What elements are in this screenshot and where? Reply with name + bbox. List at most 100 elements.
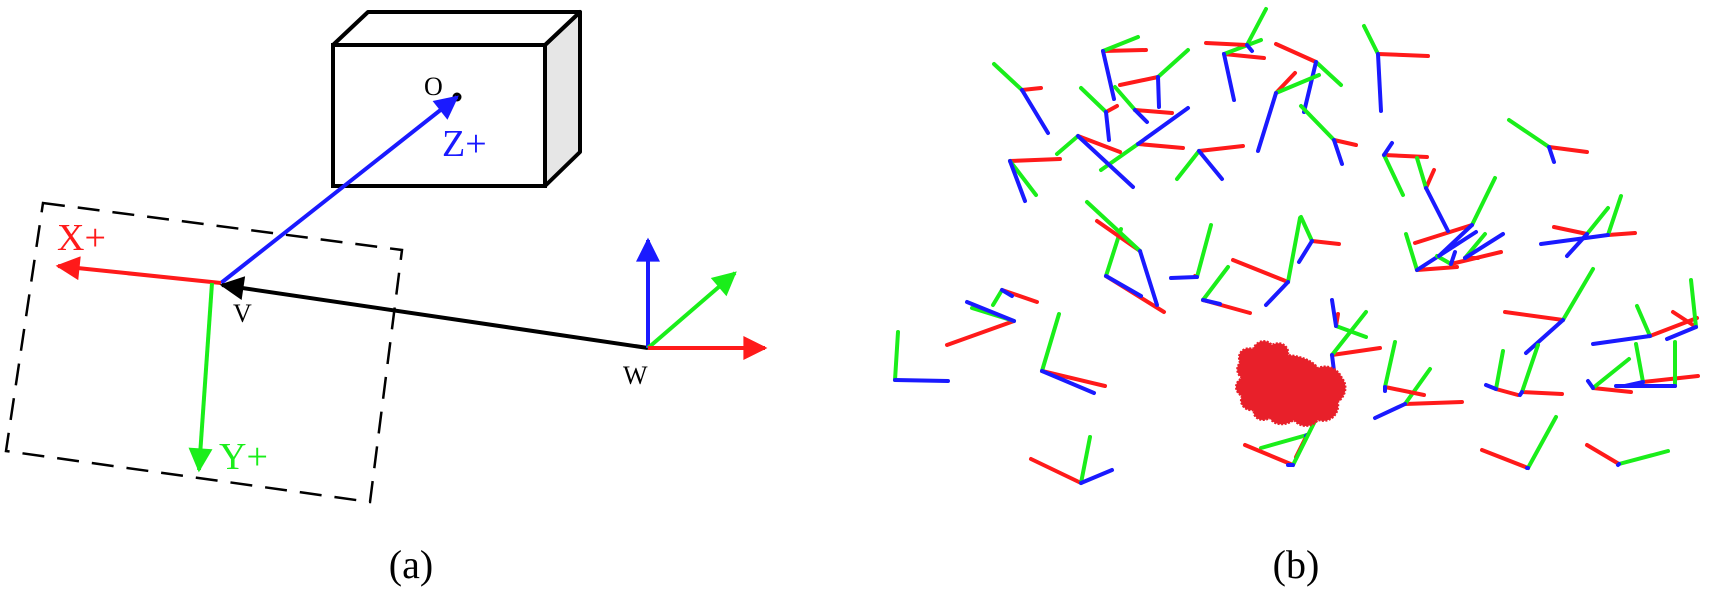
- camera-frame-extra-8-red-axis: [1552, 225, 1589, 236]
- camera-frame-extra-1-blue-axis: [1101, 49, 1116, 101]
- camera-frame-12-red-axis: [1076, 134, 1122, 154]
- camera-frame-4-green-axis: [1156, 48, 1190, 79]
- camera-frame-2-green-axis: [1314, 60, 1343, 87]
- camera-frame-5-green-axis: [1079, 86, 1108, 114]
- camera-frame-29-green-axis: [1617, 449, 1670, 466]
- camera-frame-extra-7-green-axis: [1507, 118, 1551, 149]
- camera-frame-21-red-axis: [1403, 400, 1464, 406]
- z-axis-label: Z+: [442, 123, 487, 165]
- caption-a: (a): [389, 542, 433, 587]
- camera-frame-extra-15-green-axis: [1526, 415, 1558, 470]
- camera-frames: [893, 7, 1700, 485]
- camera-frame-8-red-axis: [1332, 138, 1358, 147]
- camera-frame-20-green-axis: [1259, 433, 1309, 450]
- camera-frame-extra-6-blue-axis: [1424, 186, 1450, 233]
- camera-frame-extra-19-red-axis: [1671, 310, 1698, 329]
- camera-frame-extra-15-red-axis: [1480, 448, 1530, 470]
- camera-frame-26-green-axis: [1606, 194, 1623, 237]
- camera-frame-30-green-axis: [1591, 357, 1631, 390]
- camera-frame-extra-6-red-axis: [1424, 168, 1436, 190]
- camera-frame-27-blue-axis: [1524, 318, 1565, 355]
- camera-frame-extra-4-red-axis: [1133, 108, 1174, 115]
- y-axis-arrow: [188, 282, 214, 473]
- camera-frame-15-green-axis: [1040, 312, 1061, 373]
- camera-frame-28-red-axis: [1641, 374, 1700, 384]
- camera-frame-16-green-axis: [991, 288, 1004, 307]
- camera-frame-extra-4-green-axis: [1113, 85, 1137, 112]
- camera-frame-2-blue-axis: [1302, 60, 1318, 114]
- camera-frame-26-red-axis: [1606, 231, 1637, 237]
- camera-frame-extra-17-green-axis: [1520, 343, 1540, 394]
- camera-frame-8-green-axis: [1299, 104, 1336, 142]
- camera-frame-1-green-axis: [1222, 38, 1263, 56]
- origin-label: O: [424, 72, 443, 101]
- object-point-cloud: [1235, 340, 1347, 427]
- camera-frame-extra-6-green-axis: [1415, 156, 1428, 190]
- camera-frame-extra-1-red-axis: [1101, 48, 1148, 53]
- camera-frame-extra-3-green-axis: [992, 62, 1024, 92]
- caption-b: (b): [1273, 542, 1320, 587]
- camera-frame-extra-2-green-axis: [1245, 7, 1268, 47]
- camera-frame-14-red-axis: [945, 319, 1016, 347]
- camera-frame-12-blue-axis: [1076, 134, 1135, 189]
- camera-frame-extra-18-blue-axis: [1591, 334, 1652, 346]
- camera-frame-extra-16-red-axis: [1383, 385, 1426, 397]
- camera-frame-10-red-axis: [1197, 144, 1245, 153]
- panel-b: (b): [893, 7, 1700, 587]
- camera-frame-26-blue-axis: [1539, 233, 1610, 246]
- camera-frame-25-green-axis: [1470, 176, 1497, 227]
- camera-frame-27-green-axis: [1561, 267, 1595, 322]
- camera-frame-3-red-axis: [1376, 52, 1430, 58]
- camera-frame-extra-5-red-axis: [1310, 239, 1341, 246]
- camera-frame-extra-14-red-axis: [1243, 443, 1295, 467]
- camera-frame-extra-19-blue-axis: [1665, 325, 1698, 341]
- w-label: W: [623, 361, 648, 390]
- camera-frame-extra-16-green-axis: [1383, 340, 1397, 389]
- camera-frame-17-green-axis: [1085, 200, 1142, 253]
- camera-frame-21-blue-axis: [1373, 402, 1407, 420]
- camera-frame-10-green-axis: [1175, 149, 1201, 181]
- camera-frame-extra-3-blue-axis: [1020, 88, 1050, 135]
- camera-frame-18-blue-axis: [1201, 298, 1222, 306]
- camera-frame-extra-3-red-axis: [1020, 86, 1043, 92]
- camera-frame-11-green-axis: [1008, 159, 1038, 197]
- camera-frame-25-red-axis: [1413, 223, 1474, 245]
- camera-frame-extra-19-green-axis: [1689, 278, 1698, 329]
- camera-frame-2-red-axis: [1274, 42, 1318, 64]
- camera-frame-6-green-axis: [1274, 73, 1321, 95]
- camera-frame-11-blue-axis: [1008, 159, 1027, 203]
- camera-frame-extra-1-green-axis: [1101, 35, 1140, 53]
- camera-frame-extra-12-blue-axis: [1484, 383, 1498, 391]
- camera-frame-3-blue-axis: [1376, 52, 1383, 113]
- camera-frame-29-red-axis: [1585, 443, 1621, 466]
- camera-frame-9-red-axis: [1382, 153, 1429, 159]
- camera-frame-16-blue-axis: [1000, 288, 1014, 298]
- camera-frame-11-red-axis: [1008, 157, 1062, 163]
- camera-frame-5-blue-axis: [1104, 110, 1111, 142]
- camera-frame-extra-8-green-axis: [1585, 206, 1610, 236]
- object-box: O: [331, 10, 582, 188]
- camera-frame-18-green-axis: [1201, 265, 1230, 302]
- camera-frame-extra-8-blue-axis: [1565, 232, 1589, 258]
- camera-frame-10-blue-axis: [1197, 149, 1224, 181]
- camera-frame-23-green-axis: [1404, 232, 1419, 272]
- camera-frame-27-red-axis: [1503, 310, 1565, 322]
- camera-frame-extra-9-blue-axis: [1264, 280, 1290, 307]
- camera-frame-12-green-axis: [1055, 134, 1080, 156]
- camera-frame-24-blue-axis: [1449, 250, 1457, 266]
- box-top-face: [331, 10, 582, 47]
- camera-frame-22-blue-axis: [1330, 298, 1338, 328]
- dragon-point-cloud: [1235, 340, 1347, 427]
- camera-frame-9-green-axis: [1382, 153, 1405, 197]
- camera-frame-extra-21-green-axis: [893, 330, 900, 382]
- image-plane-dashed: [4, 201, 404, 504]
- camera-frame-6-blue-axis: [1256, 91, 1278, 153]
- camera-frame-extra-13-green-axis: [1079, 435, 1092, 485]
- camera-frame-extra-9-green-axis: [1286, 216, 1302, 284]
- z-axis-arrow: [219, 95, 459, 285]
- camera-frame-extra-7-red-axis: [1547, 145, 1589, 154]
- camera-frame-4-red-axis: [1118, 75, 1160, 87]
- camera-frame-9-blue-axis: [1382, 141, 1394, 157]
- camera-frame-extra-13-blue-axis: [1079, 468, 1114, 485]
